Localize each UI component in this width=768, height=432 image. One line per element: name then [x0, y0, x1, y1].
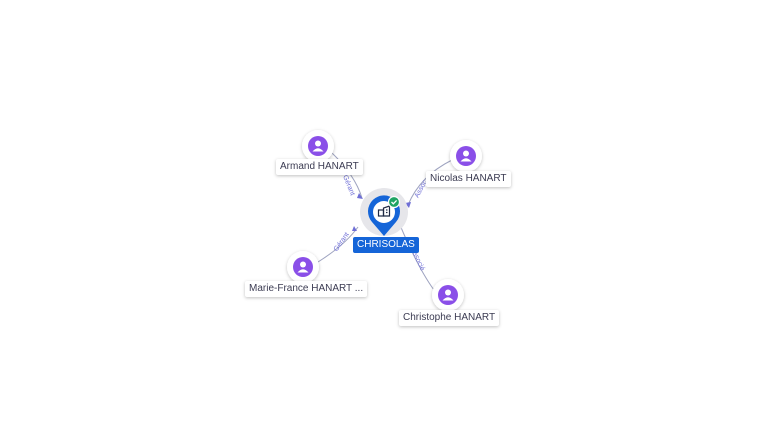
person-label-christophe[interactable]: Christophe HANART: [399, 310, 500, 326]
edge-christophe: [399, 224, 435, 291]
person-icon: [312, 140, 324, 152]
edges: [317, 151, 453, 291]
person-label-armand[interactable]: Armand HANART: [276, 159, 363, 175]
verified-check-icon: [387, 195, 401, 209]
person-node-nicolas[interactable]: [450, 140, 482, 172]
person-node-armand[interactable]: [302, 130, 334, 162]
person-node-christophe[interactable]: [432, 279, 464, 311]
arrowhead: [405, 202, 411, 208]
person-node-mariefrance[interactable]: [287, 251, 319, 283]
edge-label-mariefrance: Gérant: [333, 231, 351, 253]
edge-nicolas: [407, 159, 453, 206]
arrowhead: [357, 193, 363, 199]
person-icon: [460, 150, 472, 162]
arrowhead: [352, 226, 357, 231]
person-label-nicolas[interactable]: Nicolas HANART: [426, 171, 511, 187]
company-label[interactable]: CHRISOLAS: [353, 237, 419, 253]
person-label-mariefrance[interactable]: Marie-France HANART ...: [245, 281, 368, 297]
edge-label-armand: Gérant: [341, 174, 356, 197]
person-icon: [442, 289, 454, 301]
company-node[interactable]: [360, 188, 408, 236]
edge-armand: [330, 151, 363, 199]
person-icon: [297, 261, 309, 273]
